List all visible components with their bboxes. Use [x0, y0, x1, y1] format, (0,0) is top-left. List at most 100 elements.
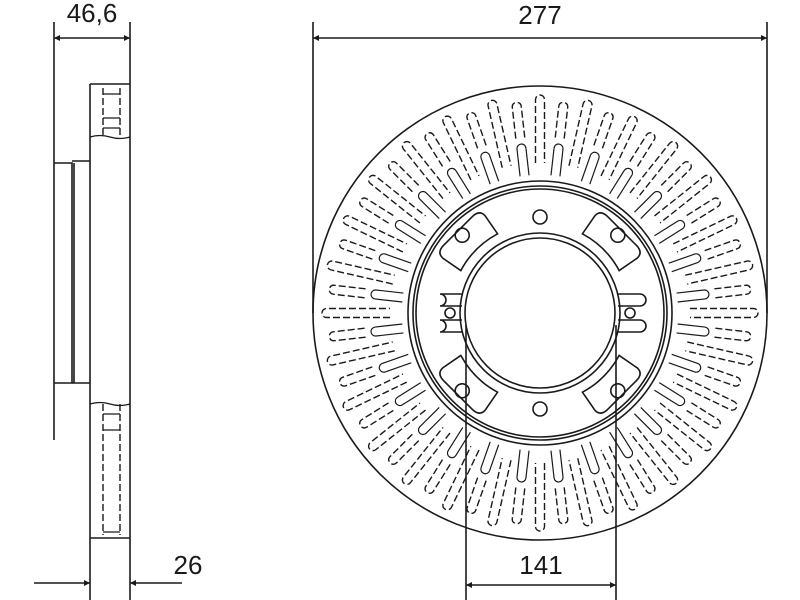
side-view: 46,6 26: [34, 0, 202, 600]
vent-slot-outer: [511, 487, 526, 525]
vent-slot-outer: [686, 197, 721, 224]
vent-slot-long: [367, 402, 426, 452]
vent-slot-outer: [704, 239, 742, 260]
vent-slot-long: [690, 307, 759, 319]
vent: [668, 353, 742, 387]
vent-slot-outer: [424, 459, 451, 494]
dimension-outer-diameter: 277: [518, 0, 561, 30]
vent-slot-long: [654, 174, 713, 224]
vent: [550, 449, 569, 525]
vent-slot-long: [367, 174, 426, 224]
vent: [654, 382, 721, 429]
vent-slot-inner: [480, 151, 500, 185]
vent-slot-outer: [338, 366, 376, 387]
vent: [466, 441, 500, 515]
vent-slot-inner: [633, 406, 663, 436]
vent-slot-long: [672, 373, 738, 411]
vent: [442, 445, 480, 511]
hub-ring-outer: [407, 180, 673, 446]
hat-step: [72, 160, 90, 384]
break-line-bottom: [89, 401, 131, 407]
vent: [321, 307, 390, 319]
vent: [511, 449, 530, 525]
vent-slot-outer: [554, 101, 569, 139]
vent-hidden-bottom: [102, 404, 121, 535]
vent: [654, 402, 713, 452]
vent-slot-inner: [394, 382, 426, 407]
dimension-disc-thickness: 26: [174, 550, 203, 580]
vent: [600, 445, 638, 511]
vent: [328, 284, 404, 303]
vent-slot-long: [600, 445, 638, 511]
vent-slot-inner: [633, 190, 663, 220]
vent-slot-inner: [654, 219, 686, 244]
vent: [568, 458, 593, 527]
vent-slot-outer: [388, 433, 420, 465]
vent-slot-long: [654, 402, 713, 452]
vent-slot-outer: [660, 161, 692, 193]
vent-slot-outer: [328, 284, 366, 299]
break-line-top: [89, 134, 131, 140]
vent-slot-long: [685, 341, 754, 366]
vent: [580, 441, 614, 515]
vent-slot-outer: [359, 197, 394, 224]
hub-window: [581, 354, 641, 414]
vent: [676, 323, 752, 342]
vent-hidden-top: [102, 88, 121, 137]
vent: [326, 341, 395, 366]
vent-slot-outer: [359, 402, 394, 429]
vent: [342, 215, 408, 253]
vent-slot-inner: [378, 253, 412, 273]
hub-lug: [439, 293, 462, 307]
vent-slot-outer: [554, 487, 569, 525]
hat-outline: [54, 162, 73, 384]
vent-slot-long: [342, 215, 408, 253]
vent: [600, 115, 638, 181]
vent-slot-long: [534, 94, 546, 163]
vent: [676, 284, 752, 303]
vent-slot-outer: [686, 402, 721, 429]
vent-slot-outer: [660, 433, 692, 465]
vent-slot-long: [326, 341, 395, 366]
vent: [654, 197, 721, 244]
vent: [342, 373, 408, 411]
dimension-overall-thickness: 46,6: [67, 0, 118, 28]
vent-slot-long: [534, 463, 546, 532]
vent-slot-outer: [388, 161, 420, 193]
hub-ring-mid: [412, 185, 668, 441]
vent-slot-long: [442, 445, 480, 511]
hub-ring-inner: [415, 188, 665, 438]
vent: [609, 132, 656, 199]
vent-slot-long: [401, 140, 451, 199]
vent-slot-inner: [370, 323, 404, 337]
vent: [550, 101, 569, 177]
vent-slot-long: [600, 115, 638, 181]
vent: [388, 406, 447, 465]
vent-slot-inner: [480, 441, 500, 475]
vent-slot-outer: [466, 477, 487, 515]
vent-slot-long: [487, 458, 512, 527]
vent-slot-long: [568, 99, 593, 168]
vent-slot-inner: [668, 253, 702, 273]
bolt-hole: [609, 382, 626, 399]
vent-slot-long: [321, 307, 390, 319]
vent-slot-inner: [516, 143, 530, 177]
vent-slot-outer: [593, 111, 614, 149]
vent-slot-inner: [417, 406, 447, 436]
vent: [534, 94, 546, 163]
vent: [629, 140, 679, 199]
hub-lug: [618, 319, 647, 333]
bolt-hole: [454, 382, 471, 399]
vent-slot-inner: [609, 167, 634, 199]
vent: [424, 132, 471, 199]
vent: [401, 427, 451, 486]
vent: [534, 463, 546, 532]
vent-slot-long: [442, 115, 480, 181]
vent-slot-outer: [714, 284, 752, 299]
vent: [672, 215, 738, 253]
vent-slot-outer: [338, 239, 376, 260]
vent-slot-inner: [668, 353, 702, 373]
vent-slot-inner: [654, 382, 686, 407]
vent: [511, 101, 530, 177]
vent-slot-long: [629, 140, 679, 199]
